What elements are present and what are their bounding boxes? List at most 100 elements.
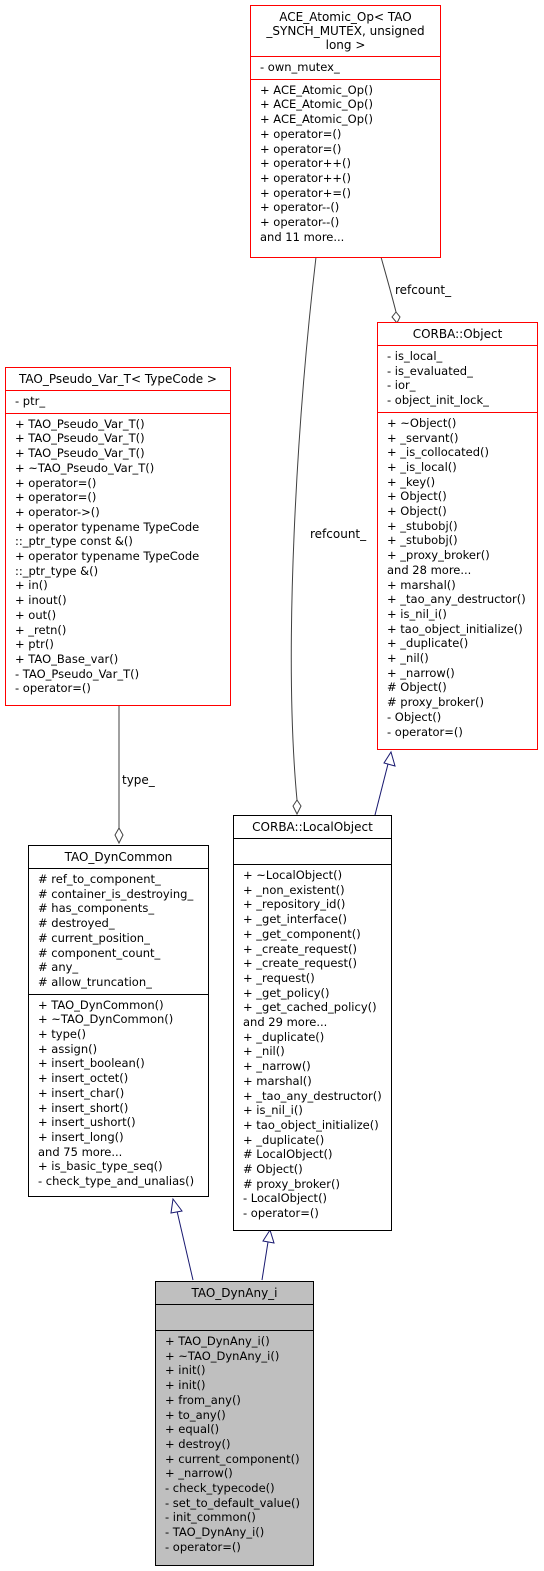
member-line[interactable]: + _is_local() [387,459,457,474]
member-line[interactable]: # allow_truncation_ [38,974,152,989]
member-line[interactable]: + operator++() [260,170,351,185]
member-line[interactable]: + operator->() [15,504,100,519]
member-line[interactable]: + marshal() [243,1073,312,1088]
member-line[interactable]: + operator=() [15,475,97,490]
member-line[interactable]: + type() [38,1027,86,1042]
class-box-tao-pseudo-var-t[interactable]: TAO_Pseudo_Var_T< TypeCode > - ptr_ + TA… [5,367,231,706]
member-line[interactable]: + TAO_DynAny_i() [165,1334,270,1348]
member-line[interactable]: + ~TAO_Pseudo_Var_T() [15,460,155,475]
member-line[interactable]: # proxy_broker() [387,695,484,710]
member-line[interactable]: + _narrow() [387,665,455,680]
member-line[interactable]: # Object() [387,680,447,695]
member-line[interactable]: + TAO_Pseudo_Var_T() [15,431,145,446]
member-line[interactable]: + _duplicate() [243,1132,325,1147]
member-line[interactable]: - operator=() [15,681,91,696]
member-line[interactable]: + assign() [38,1041,98,1056]
member-line[interactable]: - ptr_ [15,394,46,408]
member-line[interactable]: # current_position_ [38,930,150,945]
member-line[interactable]: + operator=() [260,141,342,156]
member-line[interactable]: # Object() [243,1162,303,1177]
member-line[interactable]: and 11 more... [260,229,345,244]
member-line[interactable]: + tao_object_initialize() [243,1117,379,1132]
member-line[interactable]: + _repository_id() [243,897,346,912]
member-line[interactable]: + _narrow() [165,1466,233,1481]
member-line[interactable]: + _tao_any_destructor() [243,1088,382,1103]
member-line[interactable]: + operator typename TypeCode [15,519,200,534]
member-line[interactable]: + _get_interface() [243,912,347,927]
member-line[interactable]: + to_any() [165,1407,226,1422]
class-box-tao-dynany-i[interactable]: TAO_DynAny_i + TAO_DynAny_i()+ ~TAO_DynA… [155,1281,314,1566]
member-line[interactable]: # proxy_broker() [243,1176,340,1191]
member-line[interactable]: + _get_cached_policy() [243,1000,377,1015]
member-line[interactable]: + destroy() [165,1436,231,1451]
member-line[interactable]: + ACE_Atomic_Op() [260,112,374,127]
member-line[interactable]: + _stubobj() [387,518,458,533]
member-line[interactable]: # any_ [38,960,79,975]
member-line[interactable]: - operator=() [165,1539,241,1554]
member-line[interactable]: + inout() [15,593,67,608]
member-line[interactable]: + _nil() [243,1044,285,1059]
member-line[interactable]: + _key() [387,474,436,489]
member-line[interactable]: + is_nil_i() [387,606,447,621]
member-line[interactable]: + in() [15,578,48,593]
member-line[interactable]: + from_any() [165,1392,241,1407]
member-line[interactable]: - Object() [387,709,442,724]
member-line[interactable]: + _proxy_broker() [387,548,490,563]
class-box-ace-atomic-op[interactable]: ACE_Atomic_Op< TAO_SYNCH_MUTEX, unsigned… [250,5,441,258]
member-line[interactable]: # LocalObject() [243,1147,333,1162]
member-line[interactable]: + _get_policy() [243,985,330,1000]
member-line[interactable]: + operator--() [260,215,340,230]
member-line[interactable]: + operator++() [260,156,351,171]
member-line[interactable]: + ~TAO_DynAny_i() [165,1348,280,1363]
member-line[interactable]: + _is_collocated() [387,445,489,460]
member-line[interactable]: + tao_object_initialize() [387,621,523,636]
member-line[interactable]: + current_component() [165,1451,300,1466]
member-line[interactable]: + _duplicate() [387,636,469,651]
member-line[interactable]: + TAO_Base_var() [15,651,119,666]
member-line[interactable]: + _stubobj() [387,533,458,548]
member-line[interactable]: + operator typename TypeCode [15,549,200,564]
member-line[interactable]: + Object() [387,489,447,504]
member-line[interactable]: - init_common() [165,1510,256,1525]
member-line[interactable]: + is_nil_i() [243,1103,303,1118]
member-line[interactable]: + operator+=() [260,185,351,200]
member-line[interactable]: - object_init_lock_ [387,393,489,408]
member-line[interactable]: + init() [165,1378,206,1393]
member-line[interactable]: + _nil() [387,651,429,666]
member-line[interactable]: + insert_ushort() [38,1115,136,1130]
member-line[interactable]: + TAO_Pseudo_Var_T() [15,416,145,431]
member-line[interactable]: - operator=() [387,724,463,739]
member-line[interactable]: - check_type_and_unalias() [38,1174,195,1189]
member-line[interactable]: + insert_boolean() [38,1056,145,1071]
member-line[interactable]: # ref_to_component_ [38,872,161,886]
member-line[interactable]: + is_basic_type_seq() [38,1159,163,1174]
member-line[interactable]: + ACE_Atomic_Op() [260,82,374,97]
member-line[interactable]: - set_to_default_value() [165,1495,301,1510]
member-line[interactable]: + ptr() [15,637,54,652]
member-line[interactable]: + _narrow() [243,1059,311,1074]
member-line[interactable]: - TAO_Pseudo_Var_T() [15,666,140,681]
member-line[interactable]: and 29 more... [243,1015,328,1030]
member-line[interactable]: + out() [15,607,57,622]
member-line[interactable]: - LocalObject() [243,1191,328,1206]
member-line[interactable]: # destroyed_ [38,916,115,931]
member-line[interactable]: # has_components_ [38,901,155,916]
member-line[interactable]: ::_ptr_type &() [15,563,99,578]
member-line[interactable]: + insert_short() [38,1100,129,1115]
member-line[interactable]: + TAO_DynCommon() [38,997,164,1012]
member-line[interactable]: + operator=() [260,126,342,141]
member-line[interactable]: - own_mutex_ [260,60,340,74]
member-line[interactable]: + _servant() [387,430,459,445]
member-line[interactable]: + Object() [387,504,447,519]
member-line[interactable]: and 75 more... [38,1144,123,1159]
member-line[interactable]: + _get_component() [243,926,361,941]
member-line[interactable]: - TAO_DynAny_i() [165,1525,265,1540]
member-line[interactable]: + insert_char() [38,1085,125,1100]
member-line[interactable]: + _non_existent() [243,882,345,897]
class-box-corba-localobject[interactable]: CORBA::LocalObject + ~LocalObject()+ _no… [233,815,392,1231]
member-line[interactable]: and 28 more... [387,562,472,577]
member-line[interactable]: + _retn() [15,622,67,637]
member-line[interactable]: + init() [165,1363,206,1378]
member-line[interactable]: + insert_octet() [38,1071,129,1086]
member-line[interactable]: - check_typecode() [165,1481,275,1496]
